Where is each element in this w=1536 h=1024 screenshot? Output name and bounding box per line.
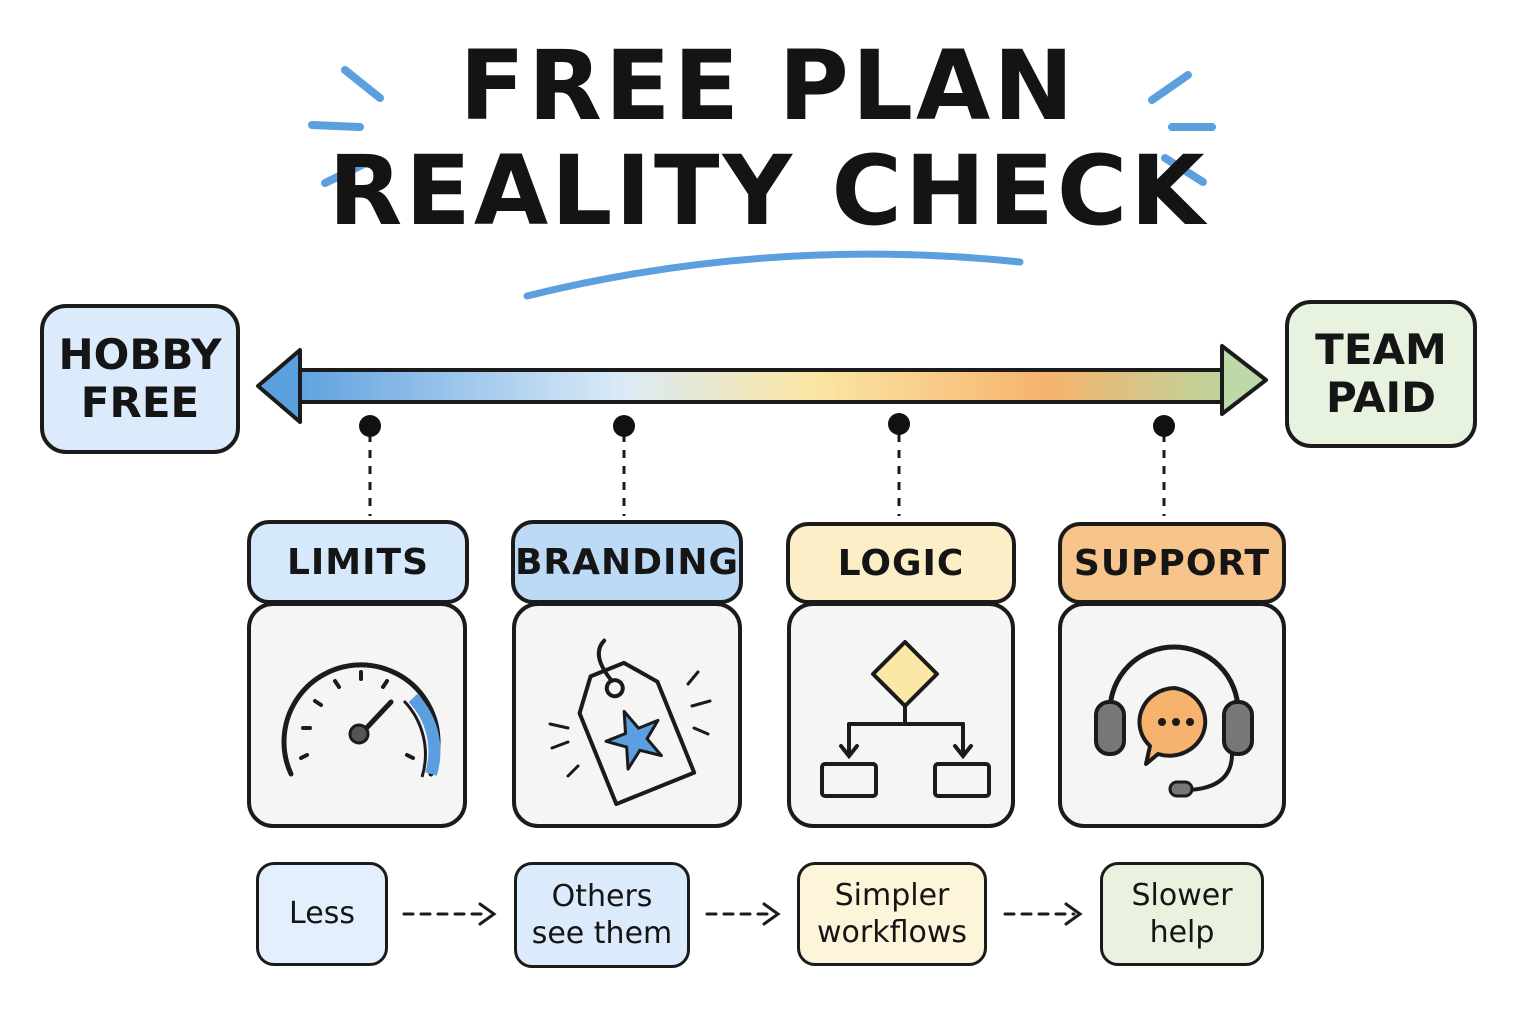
team-paid-box: Team Paid: [1285, 300, 1477, 448]
support-header: Support: [1058, 522, 1286, 604]
price-tag-star-icon: [548, 638, 712, 807]
logic-note: Simpler workflows: [797, 862, 987, 966]
branding-note: Others see them: [514, 862, 690, 968]
logic-card: [787, 602, 1015, 828]
right-sparkle-icon: [1148, 71, 1216, 186]
spectrum-arrow: [256, 344, 1268, 424]
team-label: Team: [1315, 324, 1447, 374]
paid-label: Paid: [1326, 373, 1436, 422]
hobby-free-box: Hobby Free: [40, 304, 240, 454]
limits-card: [247, 602, 467, 828]
support-note: Slower help: [1100, 862, 1264, 966]
category-connectors: [368, 434, 1166, 516]
title-line-1: Free Plan: [459, 30, 1077, 142]
note-arrows: [402, 902, 1083, 926]
branding-card: [512, 602, 742, 828]
free-label: Free: [80, 378, 200, 427]
branding-header: Branding: [511, 520, 743, 604]
hobby-label: Hobby: [58, 329, 222, 379]
support-card: [1058, 602, 1286, 828]
logic-header: Logic: [786, 522, 1016, 604]
category-markers: [359, 413, 1175, 437]
left-sparkle-icon: [308, 66, 384, 187]
speedometer-icon: [281, 662, 441, 778]
flowchart-icon: [820, 640, 991, 798]
headset-chat-icon: [1094, 644, 1254, 798]
limits-note: Less: [256, 862, 388, 966]
title-line-2: Reality Check: [328, 135, 1208, 247]
title-underline: [523, 250, 1024, 300]
limits-header: Limits: [247, 520, 469, 604]
